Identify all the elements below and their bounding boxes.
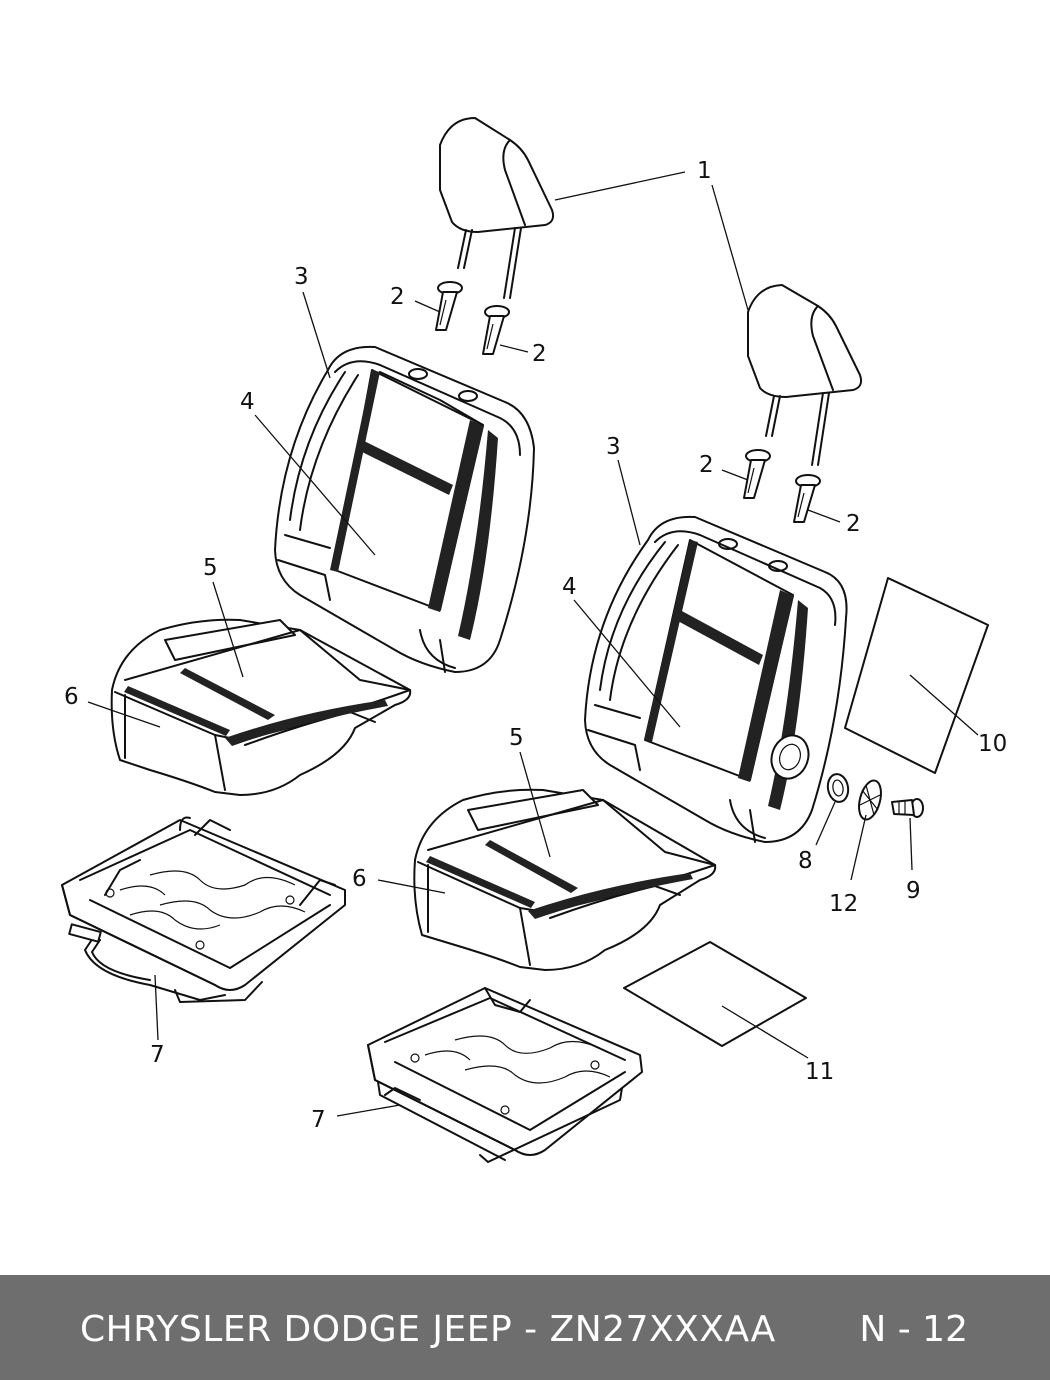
headrest-guide-left-b (482, 305, 510, 355)
callout-10: 10 (978, 731, 1007, 757)
footer-page-number: N - 12 (859, 1309, 968, 1350)
headrest-guide-left-a (435, 281, 463, 331)
callout-5-left: 5 (203, 555, 218, 581)
callout-2-left-b: 2 (532, 341, 547, 367)
callout-7-right: 7 (311, 1107, 326, 1133)
headrest-guide-right-a (743, 449, 771, 499)
headrest-guide-right-b (793, 474, 821, 523)
seat-back-left (274, 345, 535, 673)
callout-4-right: 4 (562, 574, 577, 600)
callout-5-right: 5 (509, 725, 524, 751)
seat-exploded-diagram: 1 2 2 2 2 3 3 4 4 5 5 6 6 7 7 8 9 10 11 … (61, 117, 1007, 1163)
seat-cushion-right (413, 788, 717, 971)
callout-4-left: 4 (240, 389, 255, 415)
part-12-cap (858, 779, 882, 821)
callout-3-right: 3 (606, 434, 621, 460)
part-9-knob (891, 798, 924, 818)
callout-3-left: 3 (294, 264, 309, 290)
callout-1: 1 (697, 158, 712, 184)
callout-6-right: 6 (352, 866, 367, 892)
callout-2-left-a: 2 (390, 284, 405, 310)
part-11-pad (623, 941, 807, 1047)
headrest-left (439, 117, 555, 299)
seat-cushion-left (110, 618, 412, 796)
seat-back-right (584, 515, 848, 843)
callout-8: 8 (798, 848, 813, 874)
footer-bar: CHRYSLER DODGE JEEP - ZN27XXXAA N - 12 (0, 1275, 1050, 1380)
leader-lines (87, 171, 979, 1117)
callout-12: 12 (829, 891, 858, 917)
callout-9: 9 (906, 878, 921, 904)
part-8-ring (826, 773, 850, 803)
callout-7-left: 7 (150, 1042, 165, 1068)
seat-frame-right (367, 987, 643, 1163)
callout-2-right-a: 2 (699, 452, 714, 478)
headrest-right (747, 284, 863, 466)
part-10-pad (844, 577, 989, 774)
callout-6-left: 6 (64, 684, 79, 710)
callout-2-right-b: 2 (846, 511, 861, 537)
footer-title: CHRYSLER DODGE JEEP - ZN27XXXAA (80, 1309, 776, 1350)
callout-labels: 1 2 2 2 2 3 3 4 4 5 5 6 6 7 7 8 9 10 11 … (64, 158, 1007, 1133)
seat-frame-left (61, 816, 346, 1003)
callout-11: 11 (805, 1059, 834, 1085)
